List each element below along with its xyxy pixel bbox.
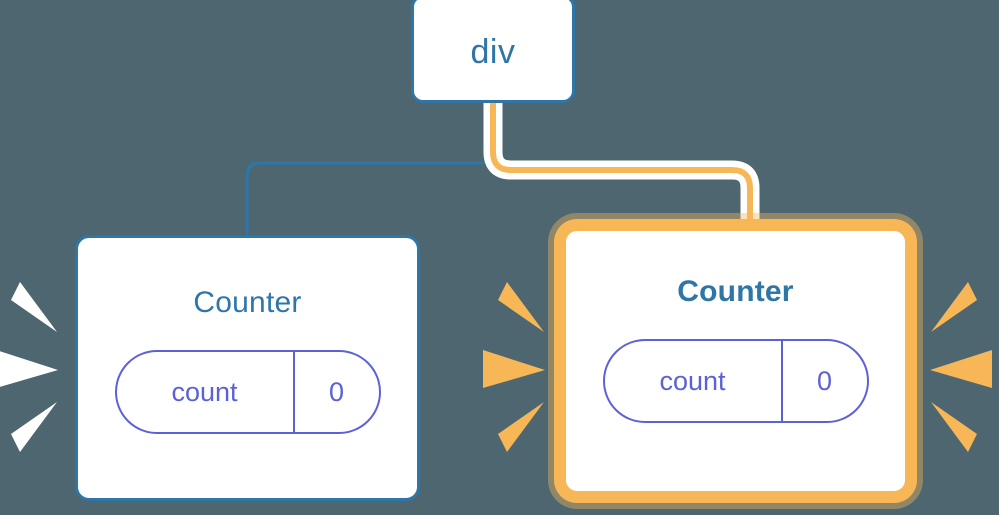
- counter-left-state-value: 0: [292, 352, 379, 432]
- counter-right-state-key: count: [659, 365, 726, 396]
- node-div-label: div: [470, 33, 516, 71]
- edge-div-to-counter-right-halo: [483, 100, 760, 240]
- sparkle-burst-icon-right-of-right-counter: [930, 272, 992, 462]
- sparkle-burst-icon-left-of-right-counter: [483, 272, 545, 462]
- counter-left-state-pill: count 0: [114, 350, 381, 434]
- counter-right-state-pill: count 0: [602, 339, 869, 423]
- counter-right-title: Counter: [677, 275, 794, 308]
- node-div[interactable]: div: [411, 0, 575, 103]
- counter-left-state-key: count: [171, 376, 238, 407]
- edge-div-to-counter-right: [490, 100, 753, 240]
- sparkle-burst-icon-left-of-left-counter: [0, 272, 58, 462]
- counter-right-state-value: 0: [780, 341, 867, 421]
- node-counter-right[interactable]: Counter count 0: [563, 228, 908, 494]
- edge-div-to-counter-left: [245, 101, 495, 238]
- counter-left-title: Counter: [193, 286, 302, 319]
- node-counter-left[interactable]: Counter count 0: [75, 235, 420, 501]
